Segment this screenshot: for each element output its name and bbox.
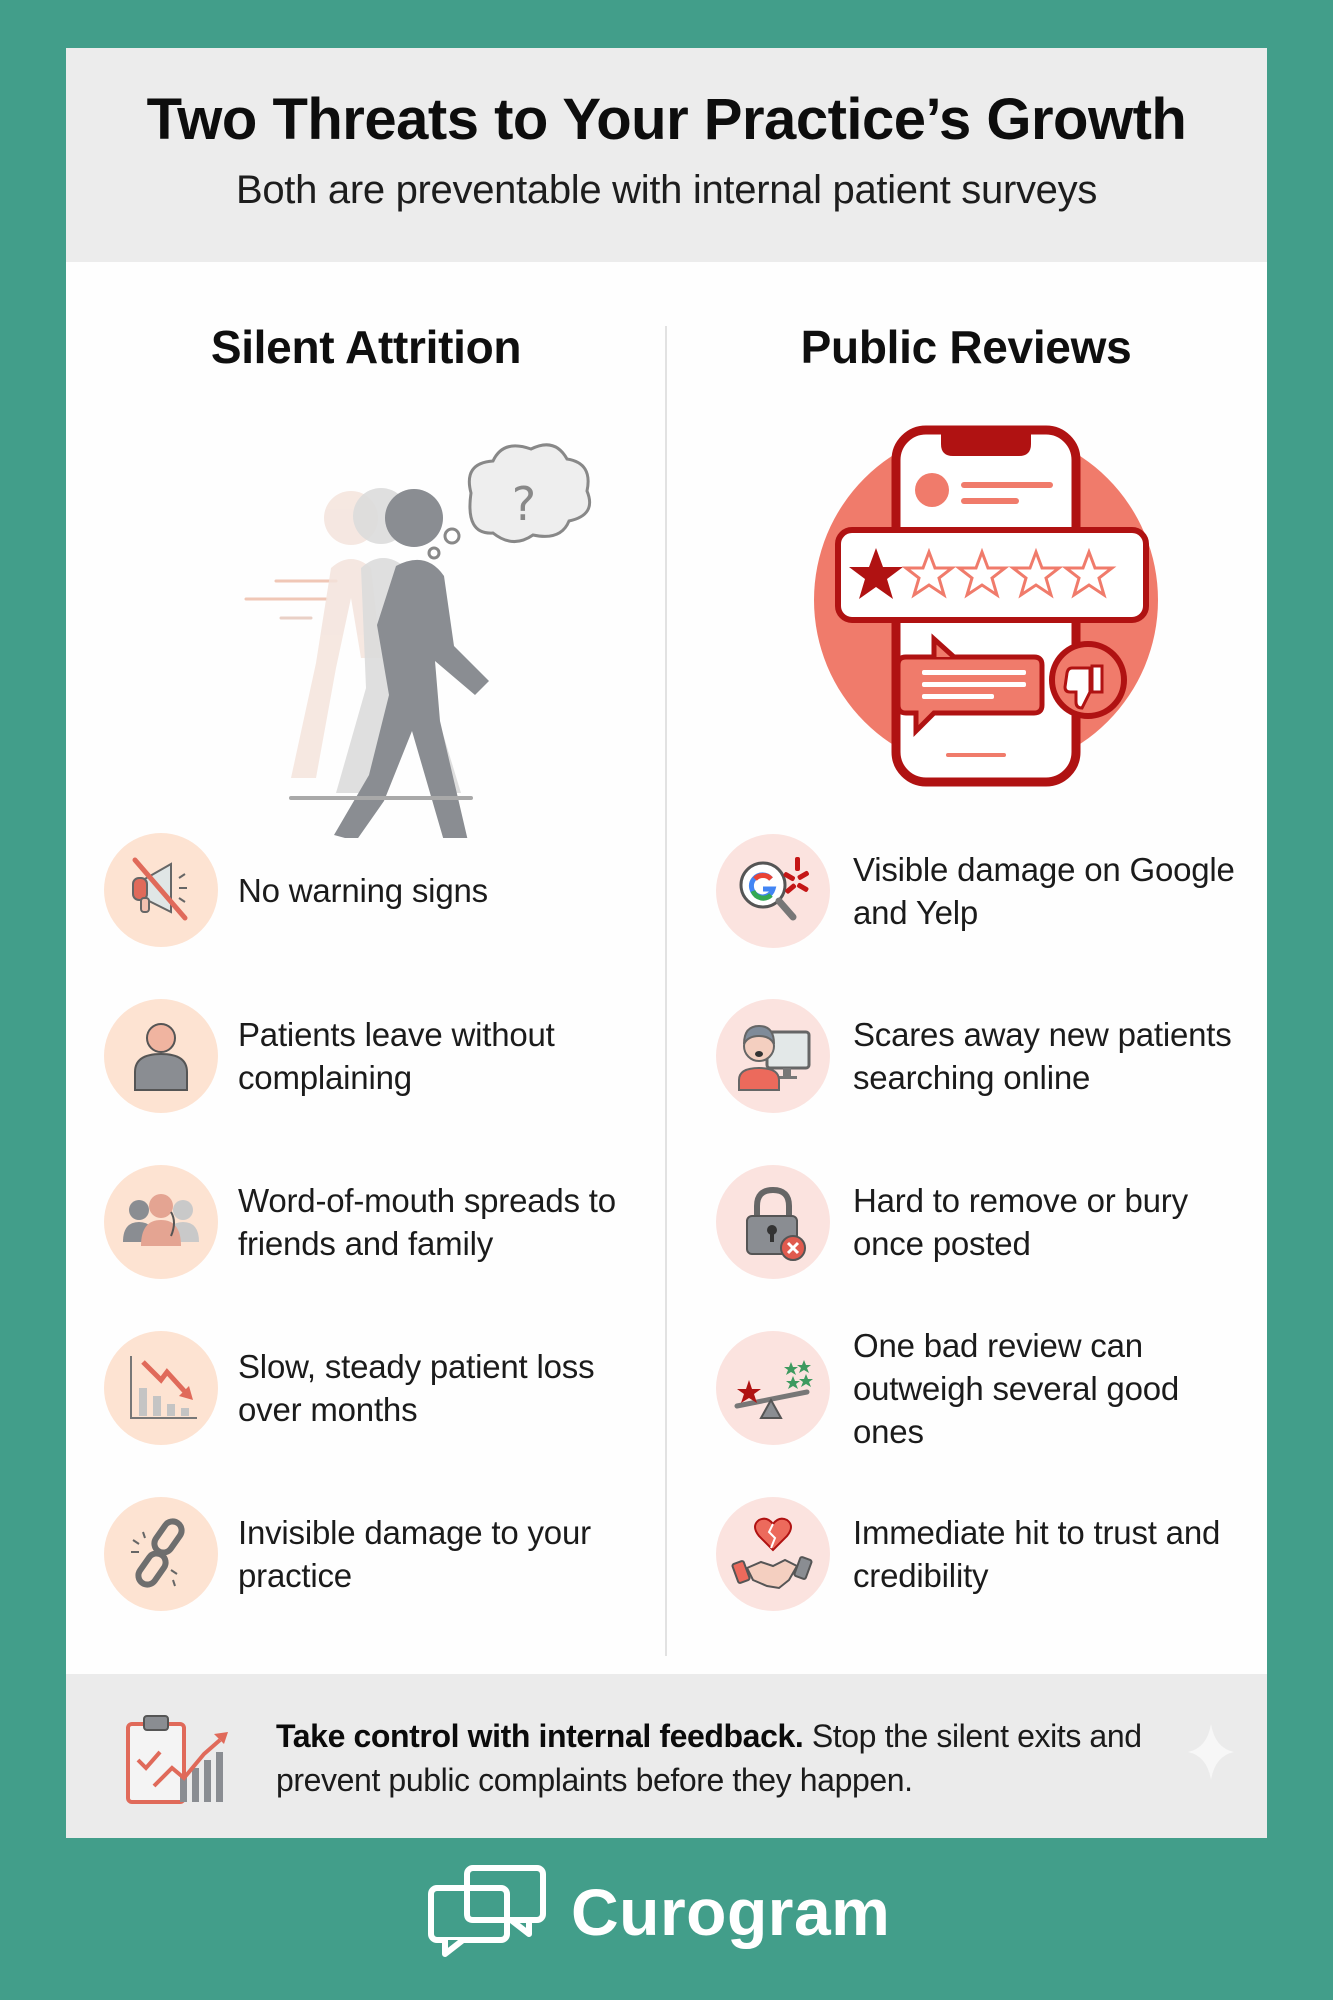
item-text: Patients leave without complaining xyxy=(238,1016,555,1096)
list-item: Slow, steady patient loss over months xyxy=(104,1328,664,1448)
item-text: Word-of-mouth spreads to friends and fam… xyxy=(238,1182,616,1262)
heading-public-reviews: Public Reviews xyxy=(800,321,1132,373)
walking-person-with-question-thought-icon: ? xyxy=(236,418,616,841)
list-item: Scares away new patients searching onlin… xyxy=(716,996,1256,1116)
item-text: Immediate hit to trust and credibility xyxy=(853,1514,1221,1594)
sparkle-icon xyxy=(1186,1722,1236,1782)
phone-one-star-review-icon xyxy=(796,420,1176,840)
page-subtitle: Both are preventable with internal patie… xyxy=(235,168,1098,212)
footer-bold-text: Take control with internal feedback. xyxy=(276,1718,804,1754)
item-text: Visible damage on Google and Yelp xyxy=(853,851,1235,931)
muted-megaphone-icon xyxy=(104,833,218,947)
svg-text:?: ? xyxy=(512,477,536,531)
page-title: Two Threats to Your Practice’s Growth xyxy=(146,87,1187,152)
column-divider xyxy=(665,326,667,1656)
clipboard-growth-chart-icon xyxy=(124,1712,234,1808)
brand-name: Curogram xyxy=(571,1875,891,1949)
list-item: No warning signs xyxy=(104,830,664,950)
declining-chart-icon xyxy=(104,1331,218,1445)
list-item: Patients leave without complaining xyxy=(104,996,664,1116)
list-item: Visible damage on Google and Yelp xyxy=(716,831,1256,951)
list-item: Word-of-mouth spreads to friends and fam… xyxy=(104,1162,664,1282)
infographic-card: Two Threats to Your Practice’s Growth Bo… xyxy=(66,48,1267,1838)
footer-body-text: Stop the silent exits and prevent public… xyxy=(276,1718,1142,1798)
footer-message: Take control with internal feedback. Sto… xyxy=(276,1714,1176,1802)
google-yelp-search-icon xyxy=(716,834,830,948)
locked-padlock-icon xyxy=(716,1165,830,1279)
footer-callout: Take control with internal feedback. Sto… xyxy=(66,1674,1267,1838)
list-item: One bad review can outweigh several good… xyxy=(716,1327,1256,1450)
broken-heart-handshake-icon xyxy=(716,1497,830,1611)
header-band: Two Threats to Your Practice’s Growth Bo… xyxy=(66,48,1267,262)
item-text: One bad review can outweigh several good… xyxy=(853,1326,1180,1450)
heading-silent-attrition: Silent Attrition xyxy=(210,321,522,373)
unbalanced-scale-stars-icon xyxy=(716,1331,830,1445)
item-text: Invisible damage to your practice xyxy=(238,1514,591,1594)
item-text: Hard to remove or bury once posted xyxy=(853,1182,1188,1262)
brand-logo: Curogram xyxy=(425,1862,890,1962)
item-text: Slow, steady patient loss over months xyxy=(238,1348,595,1428)
worried-person-computer-icon xyxy=(716,999,830,1113)
people-whispering-icon xyxy=(104,1165,218,1279)
list-item: Hard to remove or bury once posted xyxy=(716,1162,1256,1282)
person-icon xyxy=(104,999,218,1113)
list-item: Invisible damage to your practice xyxy=(104,1494,664,1614)
list-item: Immediate hit to trust and credibility xyxy=(716,1494,1256,1614)
chat-bubbles-logo-icon xyxy=(425,1862,549,1963)
broken-chain-icon xyxy=(104,1497,218,1611)
item-text: Scares away new patients searching onlin… xyxy=(853,1016,1232,1096)
item-text: No warning signs xyxy=(238,871,488,909)
